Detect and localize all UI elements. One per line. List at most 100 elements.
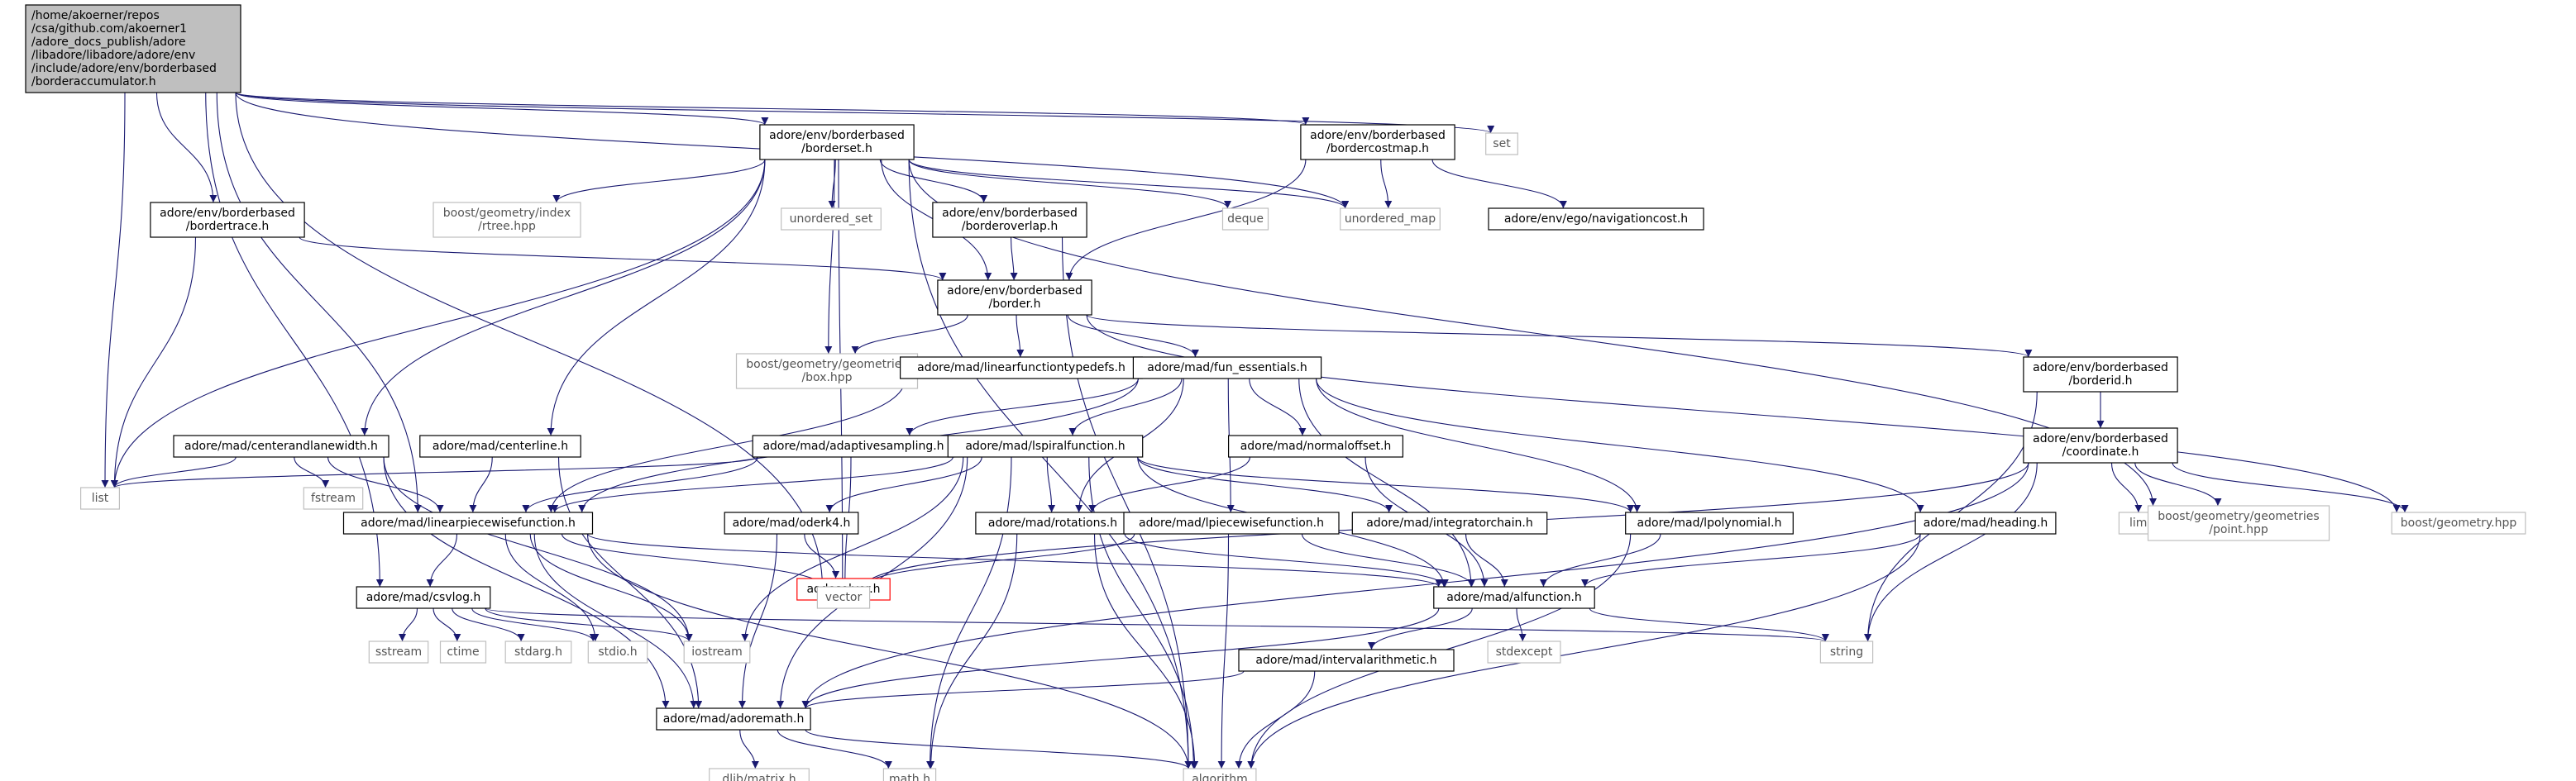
node-label: adore/mad/lpolynomial.h (1637, 517, 1782, 530)
node-label: adore/mad/centerline.h (433, 440, 568, 453)
node-box (1227, 435, 1403, 458)
edge-oderk4-to-adoremath (738, 533, 778, 709)
node-borderoverlap[interactable]: adore/env/borderbased/borderoverlap.h (932, 202, 1087, 238)
node-bordercostmap[interactable]: adore/env/borderbased/bordercostmap.h (1300, 124, 1455, 160)
edge-adaptivesampling-to-lpwf (522, 456, 758, 513)
node-label-line: adore/env/borderbased (942, 207, 1078, 220)
edge-rotations-to-algorithm (1093, 533, 1199, 769)
node-rotations[interactable]: adore/mad/rotations.h (975, 512, 1130, 535)
node-label-line: fstream (311, 492, 356, 505)
node-label-line: ctime (447, 645, 479, 659)
node-intervalarith[interactable]: adore/mad/intervalarithmetic.h (1238, 649, 1455, 672)
edge-adoremath-to-algorithm (805, 729, 1192, 769)
node-label: adore/env/borderbased/bordercostmap.h (1310, 129, 1446, 155)
node-lftypedefs[interactable]: adore/mad/linearfunctiontypedefs.h (899, 356, 1143, 379)
edge-intervalarith-to-adoremath (801, 670, 1245, 709)
node-label-line: /home/akoerner/repos (31, 9, 160, 22)
edge-lpwf-to-vector (561, 533, 826, 588)
edge-lspiral-to-lpwf (551, 456, 953, 513)
node-adaptivesampling[interactable]: adore/mad/adaptivesampling.h (752, 435, 955, 458)
edge-alfunction-to-intervalarith (1367, 607, 1473, 650)
edge-fun_essentials-to-normaloffset (1249, 378, 1307, 436)
node-border[interactable]: adore/env/borderbased/border.h (937, 279, 1092, 316)
node-box (1487, 641, 1561, 664)
node-label-line: adore/env/borderbased (2033, 361, 2168, 374)
node-box (79, 487, 120, 510)
node-label: adore/mad/csvlog.h (366, 591, 481, 604)
node-box (656, 707, 811, 731)
node-unordered-set: unordered_set (781, 207, 882, 231)
edge-lpiecewise-to-algorithm (1217, 533, 1230, 769)
edge-borderset-to-rtree (552, 159, 766, 203)
node-box (1238, 649, 1455, 672)
node-centerline[interactable]: adore/mad/centerline.h (419, 435, 581, 458)
node-fstream: fstream (303, 487, 364, 510)
nodes-layer: /home/akoerner/repos/csa/github.com/akoe… (25, 4, 2526, 781)
edge-alfunction-to-adoremath (801, 607, 1440, 709)
edge-adoremath-to-dlib (739, 729, 759, 769)
node-coordinate[interactable]: adore/env/borderbased/coordinate.h (2023, 427, 2178, 464)
node-label: stdio.h (598, 645, 637, 659)
node-label-line: /borderid.h (2068, 374, 2132, 388)
node-oderk4[interactable]: adore/mad/oderk4.h (724, 512, 859, 535)
node-label-line: adore/mad/centerline.h (433, 440, 568, 453)
node-label-line: /include/adore/env/borderbased (31, 62, 217, 75)
node-box (587, 641, 648, 664)
node-alfunction[interactable]: adore/mad/alfunction.h (1433, 586, 1595, 609)
node-box (150, 202, 305, 238)
node-stdarg: stdarg.h (504, 641, 572, 664)
node-label: deque (1227, 212, 1264, 226)
node-box (368, 641, 429, 664)
node-label: adore/mad/linearpiecewisefunction.h (361, 517, 576, 530)
edge-lftypedefs-to-lpwf (547, 378, 906, 513)
node-label-line: adore/mad/linearfunctiontypedefs.h (917, 361, 1126, 374)
edge-border-to-box (851, 314, 968, 355)
edge-heading-to-alfunction (1581, 533, 1921, 588)
node-lpolynomial[interactable]: adore/mad/lpolynomial.h (1625, 512, 1794, 535)
node-sstream: sstream (368, 641, 429, 664)
edge-centerandlanewidth-to-list (110, 456, 237, 488)
edge-borderoverlap-to-algorithm (1061, 236, 1192, 769)
node-label-line: boost/geometry.hpp (2401, 517, 2517, 530)
edge-lspiral-to-algorithm (1088, 456, 1197, 769)
edge-border-to-lftypedefs (1016, 314, 1025, 358)
node-unordered-map: unordered_map (1340, 207, 1441, 231)
node-csvlog[interactable]: adore/mad/csvlog.h (356, 586, 491, 609)
node-navigationcost[interactable]: adore/env/ego/navigationcost.h (1488, 207, 1704, 231)
node-borderid[interactable]: adore/env/borderbased/borderid.h (2023, 356, 2178, 393)
node-adoremath[interactable]: adore/mad/adoremath.h (656, 707, 811, 731)
edge-border-to-fun_essentials (1067, 314, 1199, 358)
node-lpiecewise[interactable]: adore/mad/lpiecewisefunction.h (1123, 512, 1340, 535)
node-normaloffset[interactable]: adore/mad/normaloffset.h (1227, 435, 1403, 458)
node-label-line: adore/env/borderbased (769, 129, 905, 142)
node-fun-essentials[interactable]: adore/mad/fun_essentials.h (1132, 356, 1322, 379)
node-label-line: dlib/matrix.h (722, 773, 796, 781)
node-label-line: adore/mad/linearpiecewisefunction.h (361, 517, 576, 530)
node-lpwf[interactable]: adore/mad/linearpiecewisefunction.h (342, 512, 594, 535)
node-label-line: deque (1227, 212, 1264, 226)
node-integratorchain[interactable]: adore/mad/integratorchain.h (1351, 512, 1548, 535)
node-bordertrace[interactable]: adore/env/borderbased/bordertrace.h (150, 202, 305, 238)
node-box (2023, 356, 2178, 393)
node-label: unordered_map (1345, 212, 1436, 226)
node-root[interactable]: /home/akoerner/repos/csa/github.com/akoe… (25, 4, 241, 93)
node-lspiral[interactable]: adore/mad/lspiralfunction.h (947, 435, 1144, 458)
edge-csvlog-to-stdio (471, 607, 597, 642)
node-label: string (1830, 645, 1863, 659)
node-label: adore/mad/lpiecewisefunction.h (1139, 517, 1324, 530)
node-heading[interactable]: adore/mad/heading.h (1914, 512, 2057, 535)
edge-bordercostmap-to-border (1065, 159, 1307, 281)
node-algorithm: algorithm (1183, 768, 1257, 781)
node-label: adore/env/borderbased/borderset.h (769, 129, 905, 155)
edge-borderset-to-borderoverlap (879, 159, 988, 203)
node-label-line: /coordinate.h (2062, 445, 2139, 459)
node-centerandlanewidth[interactable]: adore/mad/centerandlanewidth.h (173, 435, 390, 458)
node-label: adore/mad/lspiralfunction.h (965, 440, 1125, 453)
node-label: adore/env/borderbased/borderoverlap.h (942, 207, 1078, 233)
node-label-line: stdio.h (598, 645, 637, 659)
node-label-line: vector (825, 591, 863, 604)
node-borderset[interactable]: adore/env/borderbased/borderset.h (759, 124, 915, 160)
node-deque: deque (1221, 207, 1269, 231)
edge-csvlog-to-ctime (433, 607, 461, 642)
